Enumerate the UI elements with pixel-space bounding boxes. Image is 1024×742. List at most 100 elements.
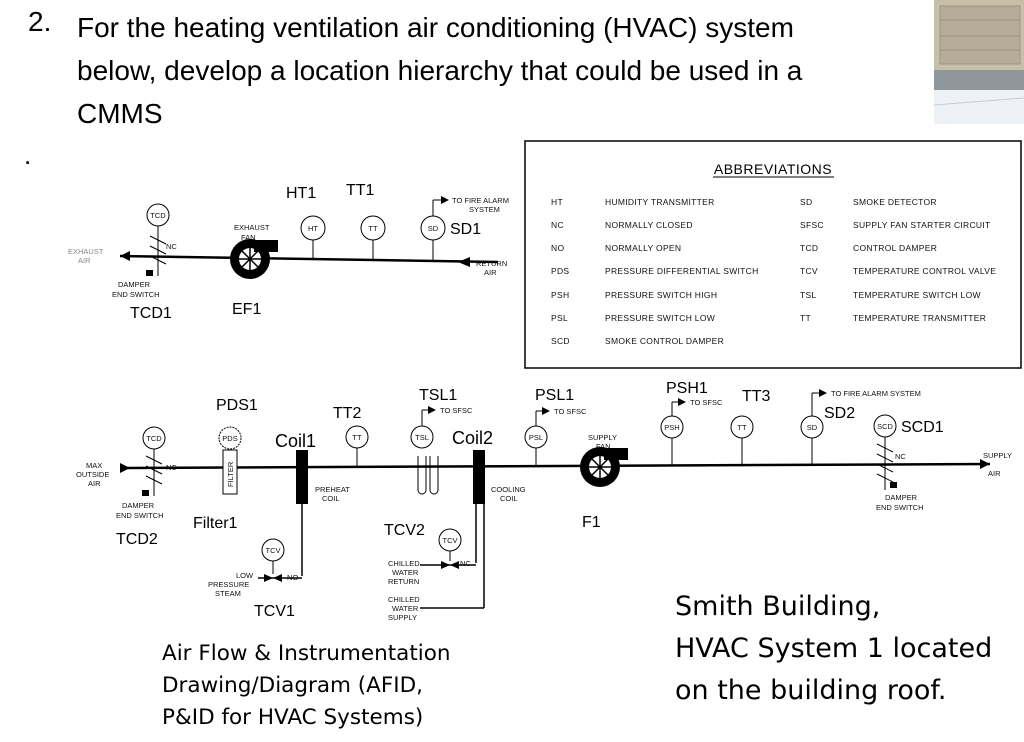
tag-ef1: EF1 <box>232 301 261 318</box>
chw-return-label: WATER <box>392 568 419 577</box>
tcv-bubble-label: TCV <box>266 546 281 555</box>
scd-bubble-label: SCD <box>877 422 893 431</box>
fire-alarm-label: TO FIRE ALARM SYSTEM <box>831 389 921 398</box>
tag-tcd2: TCD2 <box>116 531 158 548</box>
supply-fan-label: SUPPLY <box>588 433 617 442</box>
cooling-coil-icon <box>473 450 485 504</box>
supply-fan-label: FAN <box>596 442 611 451</box>
abbreviations-title: ABBREVIATIONS <box>714 161 832 177</box>
abbr-code: PSL <box>551 313 568 323</box>
abbr-code: NO <box>551 243 564 253</box>
abbr-meaning: NORMALLY CLOSED <box>605 220 693 230</box>
location-line: on the building roof. <box>675 675 947 706</box>
exhaust-air-label: EXHAUST <box>68 247 104 256</box>
abbr-code: TSL <box>800 290 817 300</box>
tcd-bubble-label: TCD <box>150 211 166 220</box>
tag-coil1: Coil1 <box>275 431 316 451</box>
tag-psl1: PSL1 <box>535 387 574 404</box>
exhaust-air-label: AIR <box>78 256 91 265</box>
to-sfsc-label: TO SFSC <box>690 398 723 407</box>
chw-supply-label: WATER <box>392 604 419 613</box>
nc-label: NC <box>166 242 177 251</box>
return-air-label: RETURN <box>476 259 507 268</box>
rooftop-unit-photo <box>934 0 1024 124</box>
damper-end-label: DAMPER <box>885 493 918 502</box>
exhaust-fan-label: FAN <box>241 233 256 242</box>
supply-air-label: SUPPLY <box>983 451 1012 460</box>
tag-pds1: PDS1 <box>216 397 258 414</box>
chw-valve-icon <box>441 561 459 569</box>
low-steam-label: LOW <box>236 571 254 580</box>
damper-blades-icon <box>876 443 894 483</box>
damper-end-label: DAMPER <box>122 501 155 510</box>
location-note: Smith Building, HVAC System 1 located on… <box>675 586 992 712</box>
tcv-bubble-label: TCV <box>443 536 458 545</box>
chw-return-label: RETURN <box>388 577 419 586</box>
sd-bubble-label: SD <box>807 423 818 432</box>
cooling-coil-label: COIL <box>500 494 518 503</box>
nc-valve-label: NC <box>460 559 471 568</box>
preheat-coil-icon <box>296 450 308 504</box>
tag-f1: F1 <box>582 514 601 531</box>
no-label: NO <box>287 573 298 582</box>
exhaust-system: EXHAUST AIR TCD NC DAMPER END SWITCH TCD… <box>68 182 509 322</box>
preheat-coil-label: COIL <box>322 494 340 503</box>
abbr-code: SFSC <box>800 220 824 230</box>
tag-sd1: SD1 <box>450 221 481 238</box>
damper-blades-icon <box>149 235 167 265</box>
tag-psh1: PSH1 <box>666 380 708 397</box>
to-sfsc-label: TO SFSC <box>554 407 587 416</box>
nc-label: NC <box>166 463 177 472</box>
psl-bubble-label: PSL <box>529 433 543 442</box>
tag-coil2: Coil2 <box>452 428 493 448</box>
tag-tcd1: TCD1 <box>130 305 172 322</box>
return-air-arrow <box>458 257 470 267</box>
tt-bubble-label: TT <box>737 423 747 432</box>
abbr-code: TCV <box>800 266 818 276</box>
damper-blades-icon <box>145 455 163 485</box>
tcd-bubble-label: TCD <box>146 434 162 443</box>
chw-supply-label: SUPPLY <box>388 613 417 622</box>
max-outside-label: AIR <box>88 479 101 488</box>
abbr-meaning: NORMALLY OPEN <box>605 243 681 253</box>
location-line: HVAC System 1 located <box>675 633 993 664</box>
abbr-meaning: TEMPERATURE SWITCH LOW <box>853 290 981 300</box>
damper-end-label: DAMPER <box>118 280 151 289</box>
chw-supply-label: CHILLED <box>388 595 420 604</box>
tag-tcv2: TCV2 <box>384 522 425 539</box>
abbr-meaning: PRESSURE SWITCH LOW <box>605 313 715 323</box>
tag-sd2: SD2 <box>824 405 855 422</box>
abbr-code: PDS <box>551 266 569 276</box>
tag-ht1: HT1 <box>286 185 316 202</box>
tag-tcv1: TCV1 <box>254 603 295 620</box>
damper-end-label: END SWITCH <box>112 290 160 299</box>
sd-bubble-label: SD <box>428 224 439 233</box>
abbr-code: SD <box>800 197 812 207</box>
abbreviations-table: ABBREVIATIONS HT HUMIDITY TRANSMITTER NC… <box>524 140 1022 369</box>
pds-bubble <box>218 426 242 450</box>
abbr-meaning: TEMPERATURE CONTROL VALVE <box>853 266 996 276</box>
filter-label: FILTER <box>226 461 235 487</box>
question-text: For the heating ventilation air conditio… <box>77 6 927 135</box>
fire-alarm-label: TO FIRE ALARM <box>452 196 509 205</box>
return-air-label: AIR <box>484 268 497 277</box>
psh-bubble-label: PSH <box>664 423 679 432</box>
filter-icon <box>222 449 238 495</box>
exhaust-fan-label: EXHAUST <box>234 223 270 232</box>
question-line: CMMS <box>77 98 163 129</box>
abbr-meaning: PRESSURE DIFFERENTIAL SWITCH <box>605 266 759 276</box>
diagram-caption: Air Flow & Instrumentation Drawing/Diagr… <box>162 638 451 734</box>
tag-tt1: TT1 <box>346 182 375 199</box>
exhaust-air-arrow <box>120 251 130 261</box>
to-sfsc-label: TO SFSC <box>440 406 473 415</box>
nc-label: NC <box>895 452 906 461</box>
end-switch-icon <box>142 490 149 496</box>
location-line: Smith Building, <box>675 591 881 622</box>
max-outside-label: OUTSIDE <box>76 470 109 479</box>
supply-air-arrow <box>980 459 990 469</box>
abbr-code: SCD <box>551 336 570 346</box>
tsl-bubble-label: TSL <box>415 433 429 442</box>
low-steam-label: STEAM <box>215 589 241 598</box>
chw-return-label: CHILLED <box>388 559 420 568</box>
